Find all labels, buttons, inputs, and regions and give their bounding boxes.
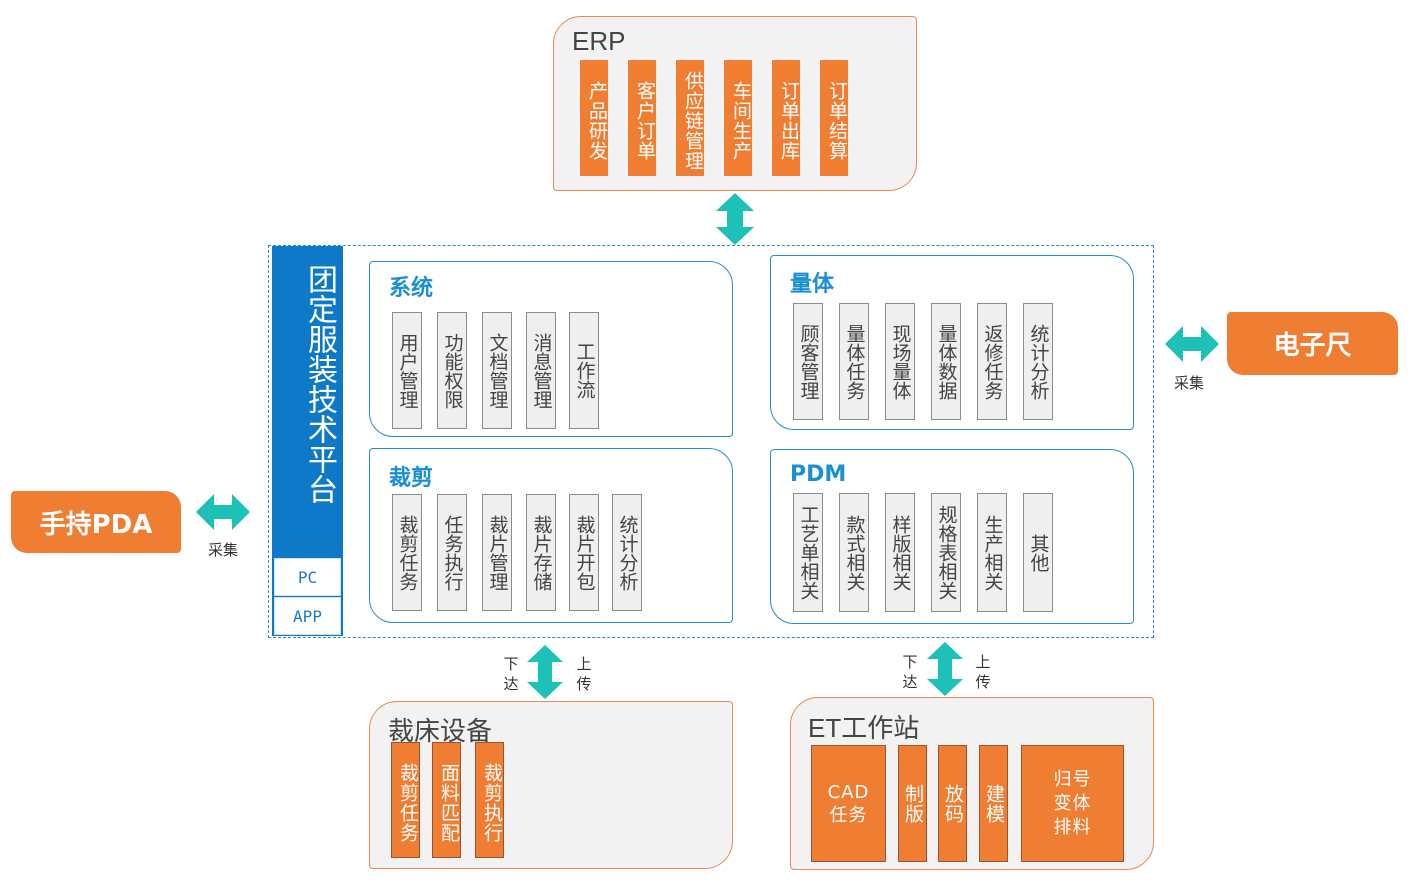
cut-down-label: 下达 [503,655,519,693]
et-station-title: ET工作站 [808,713,920,743]
et-item-cad[interactable]: CAD任务 [811,745,886,862]
pdm-title: PDM [790,462,847,487]
pdm-item[interactable]: 款式相关 [839,493,869,612]
measure-item[interactable]: 统计分析 [1023,303,1053,420]
measure-title: 量体 [790,272,835,297]
pdm-item[interactable]: 工艺单相关 [793,493,823,612]
double-arrow-vertical-icon [716,193,754,245]
pdm-item[interactable]: 其他 [1023,493,1053,612]
ruler-caption: 采集 [1174,374,1205,392]
cut-up-label: 上传 [576,655,592,693]
cut-equipment-title: 裁床设备 [388,716,493,746]
system-item[interactable]: 消息管理 [526,312,556,429]
et-item-grading[interactable]: 放码 [938,745,967,862]
double-arrow-horizontal-icon [196,494,250,530]
measure-item[interactable]: 顾客管理 [793,303,823,420]
erp-item[interactable]: 产品研发 [580,60,608,176]
system-item[interactable]: 文档管理 [482,312,512,429]
double-arrow-vertical-icon [927,642,963,696]
measure-item[interactable]: 量体任务 [839,303,869,420]
handheld-pda-box[interactable]: 手持PDA [11,491,181,553]
double-arrow-horizontal-icon [1165,326,1219,362]
cutting-item[interactable]: 裁剪任务 [392,494,422,611]
measure-item[interactable]: 现场量体 [885,303,915,420]
tab-app[interactable]: APP [274,597,341,635]
erp-item[interactable]: 客户订单 [628,60,656,176]
cut-equipment-item[interactable]: 面料匹配 [432,742,461,858]
et-item-marker[interactable]: 归号变体排料 [1021,745,1124,862]
erp-item[interactable]: 车间生产 [724,60,752,176]
platform-frame [268,245,1154,638]
erp-item[interactable]: 供应链管理 [676,60,704,176]
pdm-item[interactable]: 生产相关 [977,493,1007,612]
double-arrow-vertical-icon [527,645,563,699]
system-item[interactable]: 功能权限 [437,312,467,429]
cutting-item[interactable]: 任务执行 [437,494,467,611]
erp-title: ERP [572,26,626,56]
cut-equipment-item[interactable]: 裁剪任务 [391,742,420,858]
measure-item[interactable]: 返修任务 [977,303,1007,420]
cutting-item[interactable]: 裁片管理 [482,494,512,611]
cut-equipment-panel [369,701,733,869]
erp-item[interactable]: 订单出库 [772,60,800,176]
system-item[interactable]: 工作流 [569,312,599,429]
system-item[interactable]: 用户管理 [392,312,422,429]
electronic-ruler-box[interactable]: 电子尺 [1227,312,1398,375]
tab-pc[interactable]: PC [274,558,341,596]
et-up-label: 上传 [975,653,991,691]
cutting-item[interactable]: 裁片存储 [526,494,556,611]
pdm-item[interactable]: 规格表相关 [931,493,961,612]
measure-item[interactable]: 量体数据 [931,303,961,420]
cutting-item[interactable]: 裁片开包 [569,494,599,611]
et-down-label: 下达 [902,653,918,691]
platform-title: 团定服装技术平台 [302,264,337,504]
erp-item[interactable]: 订单结算 [820,60,848,176]
pdm-item[interactable]: 样版相关 [885,493,915,612]
system-title: 系统 [389,276,434,301]
et-item-pattern[interactable]: 制版 [898,745,927,862]
cut-equipment-item[interactable]: 裁剪执行 [475,742,504,858]
pda-caption: 采集 [208,541,239,559]
cutting-item[interactable]: 统计分析 [612,494,642,611]
cutting-title: 裁剪 [389,466,434,491]
et-item-modeling[interactable]: 建模 [979,745,1008,862]
